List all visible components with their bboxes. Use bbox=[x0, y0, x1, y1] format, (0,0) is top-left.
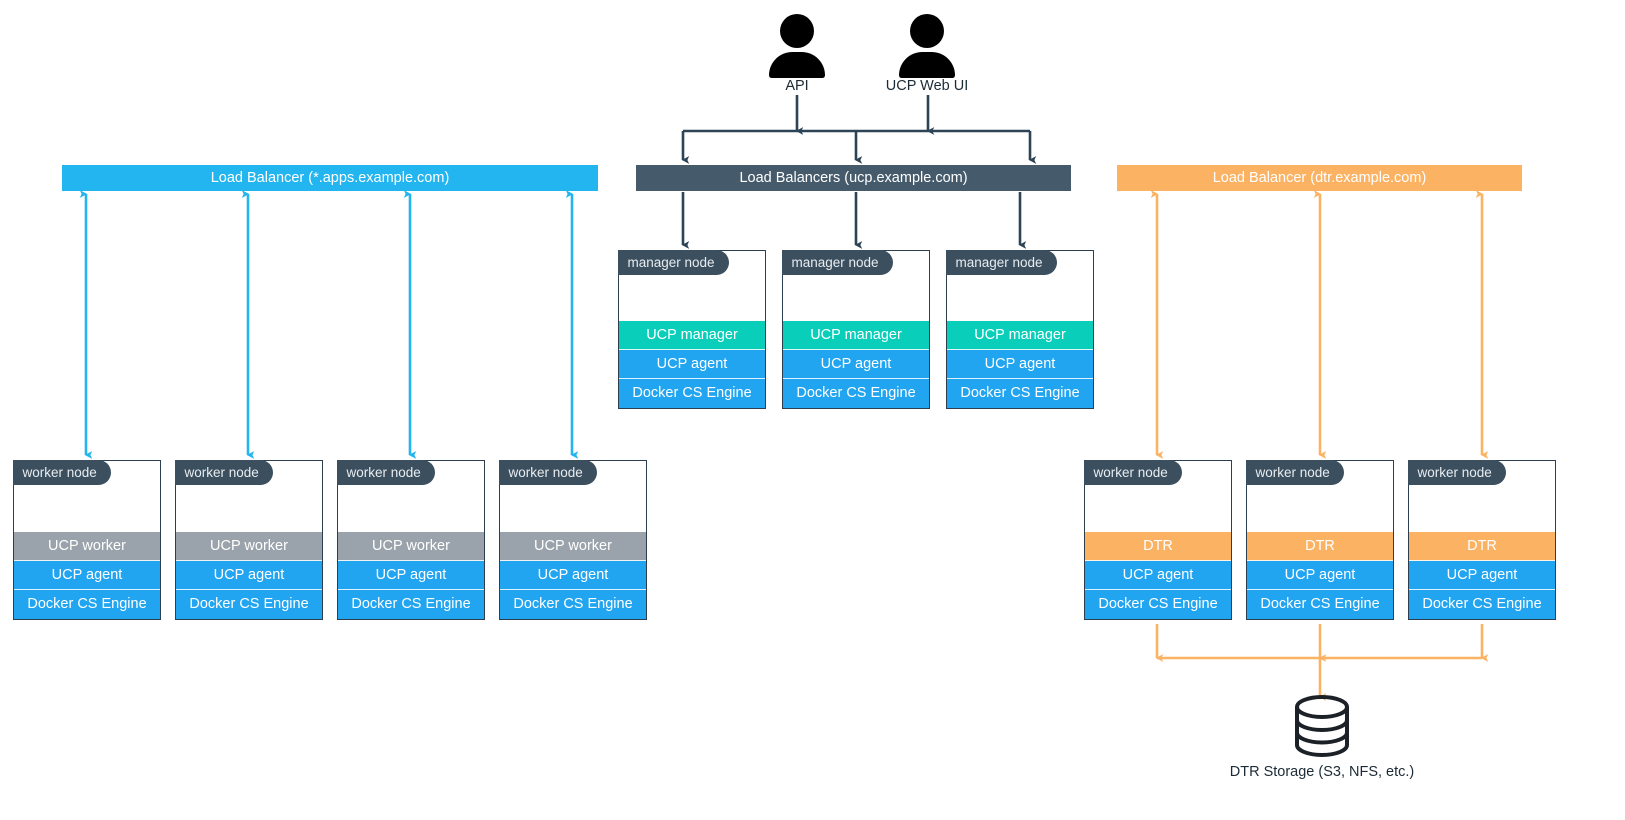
person-body bbox=[769, 52, 825, 78]
component-docker-cs-engine: Docker CS Engine bbox=[500, 590, 646, 619]
node-type-tab: worker node bbox=[12, 459, 111, 485]
dtr-worker-node-2: worker node DTR UCP agent Docker CS Engi… bbox=[1245, 459, 1394, 620]
person-icon bbox=[872, 10, 982, 78]
node-component-stack: DTR UCP agent Docker CS Engine bbox=[1409, 532, 1555, 619]
node-type-tab: manager node bbox=[617, 249, 729, 275]
dtr-worker-node-3: worker node DTR UCP agent Docker CS Engi… bbox=[1407, 459, 1556, 620]
component-docker-cs-engine: Docker CS Engine bbox=[14, 590, 160, 619]
worker-node-2: worker node UCP worker UCP agent Docker … bbox=[174, 459, 323, 620]
component-ucp-worker: UCP worker bbox=[14, 532, 160, 561]
component-ucp-worker: UCP worker bbox=[176, 532, 322, 561]
component-ucp-agent: UCP agent bbox=[947, 350, 1093, 379]
load-balancer-apps: Load Balancer (*.apps.example.com) bbox=[62, 165, 598, 191]
api-actor: API bbox=[742, 10, 852, 94]
component-dtr: DTR bbox=[1085, 532, 1231, 561]
user-to-ucp-bus-connectors bbox=[681, 95, 1037, 164]
component-ucp-worker: UCP worker bbox=[500, 532, 646, 561]
node-type-tab: manager node bbox=[781, 249, 893, 275]
component-dtr: DTR bbox=[1409, 532, 1555, 561]
node-component-stack: UCP worker UCP agent Docker CS Engine bbox=[500, 532, 646, 619]
apps-lb-to-worker-connectors bbox=[79, 190, 579, 459]
node-type-tab: worker node bbox=[1407, 459, 1506, 485]
component-docker-cs-engine: Docker CS Engine bbox=[338, 590, 484, 619]
component-ucp-manager: UCP manager bbox=[783, 321, 929, 350]
dtr-worker-node-1: worker node DTR UCP agent Docker CS Engi… bbox=[1083, 459, 1232, 620]
person-head bbox=[780, 14, 814, 48]
component-ucp-manager: UCP manager bbox=[619, 321, 765, 350]
manager-node-3: manager node UCP manager UCP agent Docke… bbox=[945, 249, 1094, 409]
person-icon bbox=[742, 10, 852, 78]
load-balancers-ucp-label: Load Balancers (ucp.example.com) bbox=[739, 170, 968, 186]
worker-node-3: worker node UCP worker UCP agent Docker … bbox=[336, 459, 485, 620]
manager-node-1: manager node UCP manager UCP agent Docke… bbox=[617, 249, 766, 409]
worker-node-4: worker node UCP worker UCP agent Docker … bbox=[498, 459, 647, 620]
dtr-storage-connectors bbox=[1155, 624, 1489, 701]
component-docker-cs-engine: Docker CS Engine bbox=[1085, 590, 1231, 619]
component-ucp-agent: UCP agent bbox=[1085, 561, 1231, 590]
load-balancer-dtr-label: Load Balancer (dtr.example.com) bbox=[1212, 170, 1427, 186]
component-ucp-agent: UCP agent bbox=[14, 561, 160, 590]
node-type-tab: worker node bbox=[1083, 459, 1182, 485]
component-ucp-agent: UCP agent bbox=[176, 561, 322, 590]
node-component-stack: DTR UCP agent Docker CS Engine bbox=[1247, 532, 1393, 619]
component-docker-cs-engine: Docker CS Engine bbox=[1247, 590, 1393, 619]
component-dtr: DTR bbox=[1247, 532, 1393, 561]
node-component-stack: UCP manager UCP agent Docker CS Engine bbox=[947, 321, 1093, 408]
node-component-stack: UCP worker UCP agent Docker CS Engine bbox=[14, 532, 160, 619]
ucp-lb-to-manager-connectors bbox=[681, 192, 1027, 249]
api-actor-label: API bbox=[785, 78, 809, 94]
component-ucp-manager: UCP manager bbox=[947, 321, 1093, 350]
dtr-storage-label: DTR Storage (S3, NFS, etc.) bbox=[1229, 764, 1415, 780]
node-type-tab: worker node bbox=[336, 459, 435, 485]
ucp-web-ui-actor: UCP Web UI bbox=[872, 10, 982, 94]
person-body bbox=[899, 52, 955, 78]
dtr-storage: DTR Storage (S3, NFS, etc.) bbox=[1230, 692, 1414, 780]
node-type-tab: worker node bbox=[498, 459, 597, 485]
node-component-stack: UCP worker UCP agent Docker CS Engine bbox=[176, 532, 322, 619]
component-docker-cs-engine: Docker CS Engine bbox=[619, 379, 765, 408]
load-balancer-dtr: Load Balancer (dtr.example.com) bbox=[1117, 165, 1522, 191]
component-ucp-agent: UCP agent bbox=[1247, 561, 1393, 590]
person-head bbox=[910, 14, 944, 48]
dtr-lb-to-worker-connectors bbox=[1150, 190, 1489, 459]
component-docker-cs-engine: Docker CS Engine bbox=[783, 379, 929, 408]
load-balancer-apps-label: Load Balancer (*.apps.example.com) bbox=[210, 170, 450, 186]
component-ucp-agent: UCP agent bbox=[619, 350, 765, 379]
load-balancers-ucp: Load Balancers (ucp.example.com) bbox=[636, 165, 1071, 191]
component-docker-cs-engine: Docker CS Engine bbox=[1409, 590, 1555, 619]
node-type-tab: manager node bbox=[945, 249, 1057, 275]
component-ucp-agent: UCP agent bbox=[338, 561, 484, 590]
component-ucp-agent: UCP agent bbox=[1409, 561, 1555, 590]
node-component-stack: UCP manager UCP agent Docker CS Engine bbox=[619, 321, 765, 408]
node-type-tab: worker node bbox=[174, 459, 273, 485]
ucp-web-ui-actor-label: UCP Web UI bbox=[885, 78, 969, 94]
node-component-stack: UCP worker UCP agent Docker CS Engine bbox=[338, 532, 484, 619]
worker-node-1: worker node UCP worker UCP agent Docker … bbox=[12, 459, 161, 620]
database-cylinder-icon bbox=[1295, 695, 1349, 757]
component-docker-cs-engine: Docker CS Engine bbox=[176, 590, 322, 619]
component-ucp-agent: UCP agent bbox=[783, 350, 929, 379]
manager-node-2: manager node UCP manager UCP agent Docke… bbox=[781, 249, 930, 409]
node-component-stack: UCP manager UCP agent Docker CS Engine bbox=[783, 321, 929, 408]
component-ucp-agent: UCP agent bbox=[500, 561, 646, 590]
node-component-stack: DTR UCP agent Docker CS Engine bbox=[1085, 532, 1231, 619]
component-docker-cs-engine: Docker CS Engine bbox=[947, 379, 1093, 408]
component-ucp-worker: UCP worker bbox=[338, 532, 484, 561]
node-type-tab: worker node bbox=[1245, 459, 1344, 485]
